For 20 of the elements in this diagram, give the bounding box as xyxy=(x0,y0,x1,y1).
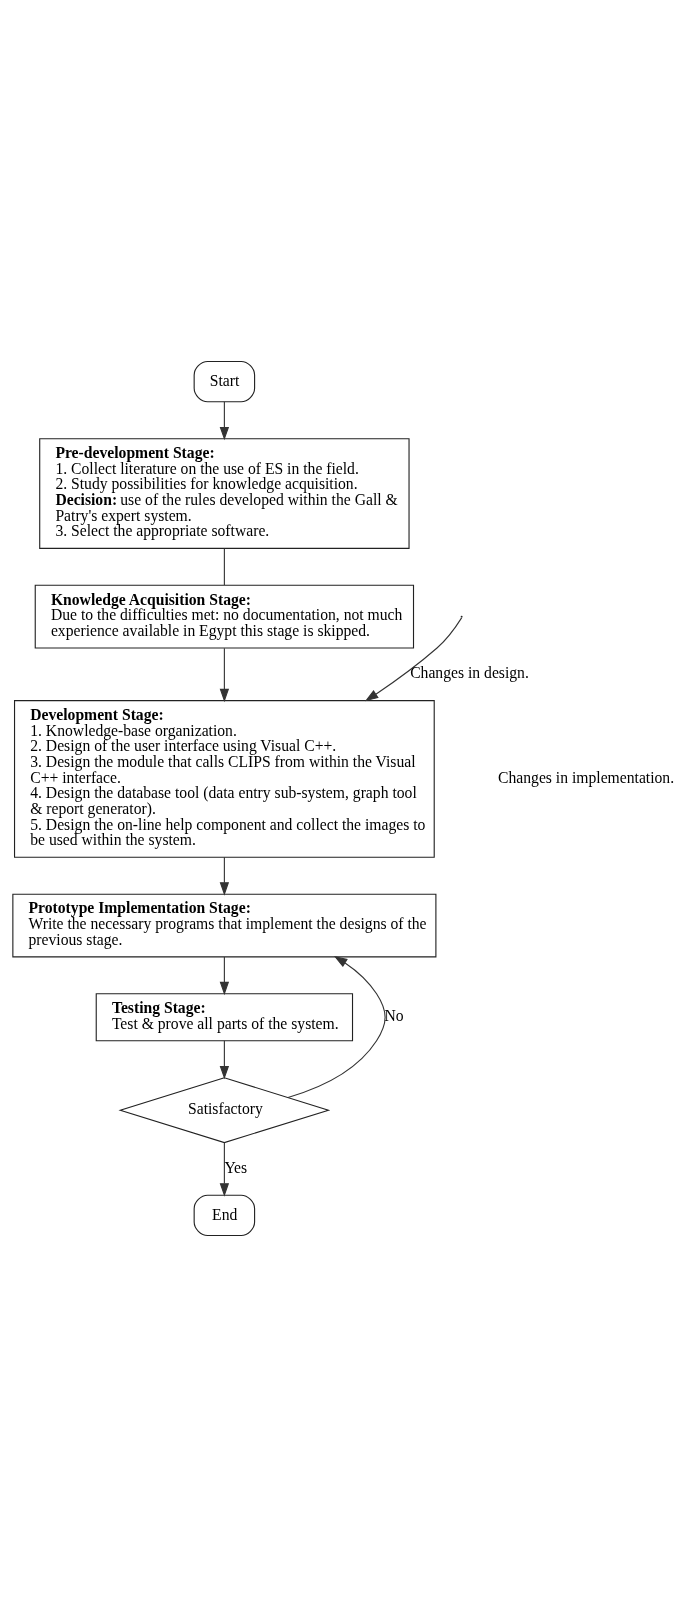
node-box: Development Stage: 1. Knowledge-base organization. 2. Design of the user interface using Visual C++. 3. Design the module that calls CLIPS from within the Visual C++ interface. 4. Design the database tool (data entry sub-system, graph tool & report generator). 5. Design the on-line help component and collect the images to be used within the system. xyxy=(13,700,435,858)
arrow xyxy=(219,1142,230,1197)
arrow xyxy=(287,956,386,1099)
arrow xyxy=(219,1040,230,1080)
edge-label: Changes in design. xyxy=(410,664,529,682)
arrow xyxy=(219,401,230,441)
connector xyxy=(223,548,225,586)
arrow xyxy=(219,856,230,896)
arrow xyxy=(364,617,463,702)
node-box: Pre-development Stage: 1. Collect literature on the use of ES in the field. 2. Study possibilities for knowledge acquisition. Decision: use of the rules developed within the Gall & Patry's expert system. 3. Select the appropriate software. xyxy=(39,438,410,549)
edge-label: No xyxy=(384,1007,404,1025)
node-diamond: Satisfactory xyxy=(118,1077,331,1144)
node-box: Start xyxy=(193,360,256,403)
arrow xyxy=(219,956,230,996)
arrow xyxy=(219,647,230,703)
node-box: End xyxy=(193,1194,256,1237)
node-box: Prototype Implementation Stage: Write the necessary programs that implement the designs of the previous stage. xyxy=(12,893,437,958)
node-box: Knowledge Acquisition Stage: Due to the difficulties met: no documentation, not much experience available in Egypt this stage is skipped. xyxy=(34,584,415,649)
label: Changes in implementation. xyxy=(498,769,675,787)
node-box: Testing Stage: Test & prove all parts of the system. xyxy=(95,993,354,1042)
